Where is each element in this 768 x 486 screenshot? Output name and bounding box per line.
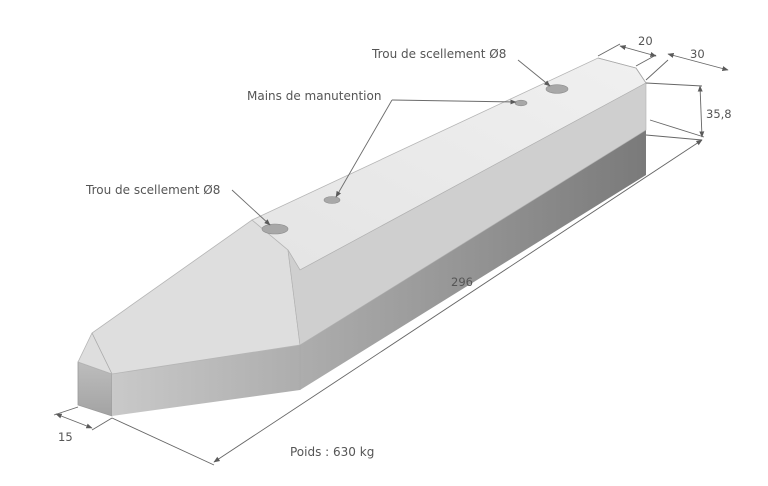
dim-length: 296 — [451, 275, 473, 289]
weight-label: Poids : 630 kg — [290, 445, 374, 459]
dim-height: 35,8 — [706, 107, 732, 121]
label-hole-top: Trou de scellement Ø8 — [371, 47, 506, 61]
block-front-face — [112, 130, 646, 416]
dimension-lines — [53, 43, 729, 466]
dim-end-width: 15 — [58, 430, 73, 444]
label-handling-hands: Mains de manutention — [247, 89, 381, 103]
dim-top-width: 20 — [638, 34, 653, 48]
handling-hand-2 — [514, 99, 528, 107]
sealing-hole-right — [545, 84, 569, 94]
annotation-labels: Trou de scellement Ø8 Mains de manutenti… — [58, 34, 732, 459]
concrete-block — [77, 57, 647, 417]
handling-hand-1 — [323, 196, 341, 204]
sealing-hole-left — [261, 223, 289, 235]
label-hole-left: Trou de scellement Ø8 — [85, 183, 220, 197]
dim-depth: 30 — [690, 47, 705, 61]
